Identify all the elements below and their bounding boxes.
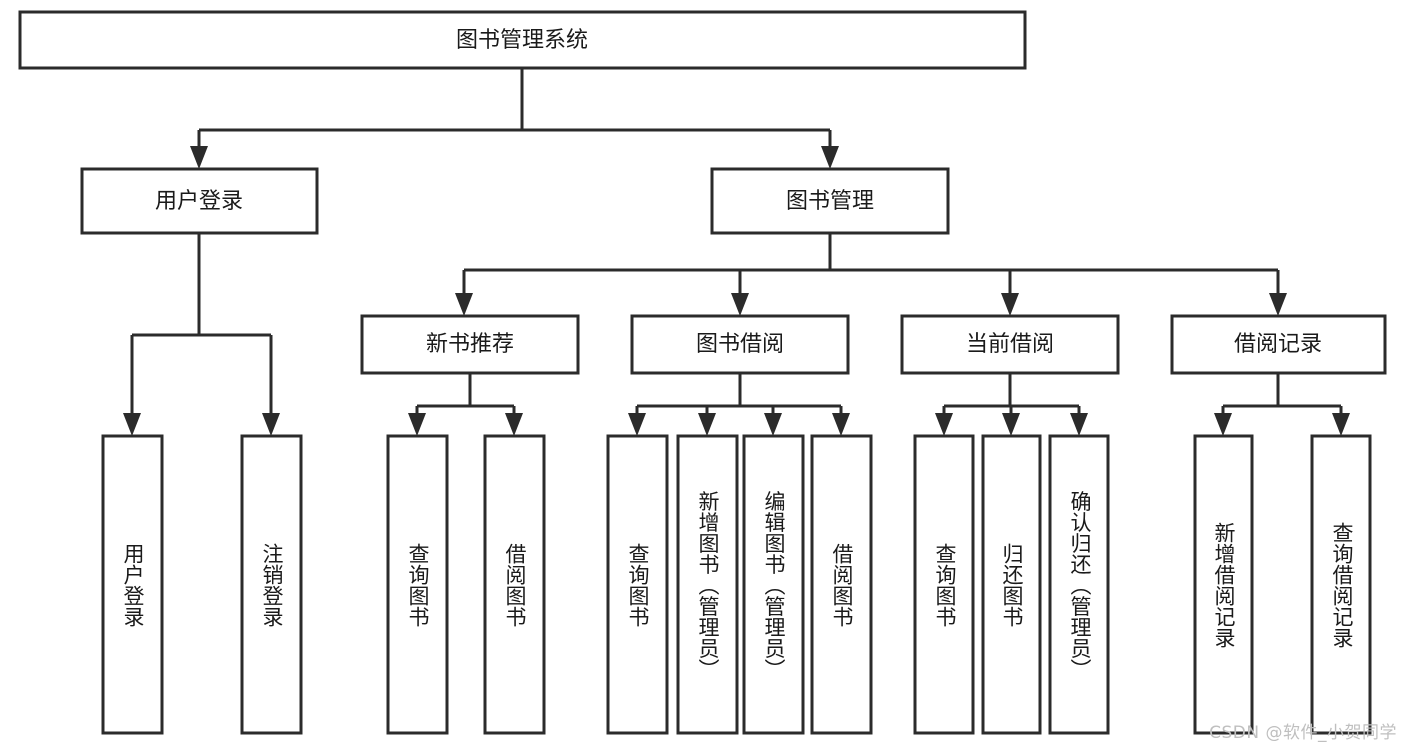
node-book-borrow[interactable]: 图书借阅 xyxy=(630,314,850,375)
node-leaf-borrow-book-2[interactable]: 借阅图书 xyxy=(810,434,873,735)
connector-group-root xyxy=(190,68,839,169)
arrow-head-icon-leaf-query-book-3 xyxy=(935,413,953,436)
node-leaf-query-book-1-label: 查询图书 xyxy=(406,543,430,627)
node-borrow-record[interactable]: 借阅记录 xyxy=(1170,314,1387,375)
node-book-manage-box[interactable] xyxy=(710,167,950,235)
node-leaf-query-record[interactable]: 查询借阅记录 xyxy=(1310,434,1372,735)
node-leaf-return-book[interactable]: 归还图书 xyxy=(981,434,1042,735)
node-user-login[interactable]: 用户登录 xyxy=(80,167,319,235)
node-leaf-query-book-2-box[interactable] xyxy=(606,434,669,735)
arrow-head-icon-leaf-borrow-book-2 xyxy=(832,413,850,436)
node-root[interactable]: 图书管理系统 xyxy=(18,10,1027,70)
node-leaf-add-book[interactable]: 新增图书（管理员） xyxy=(676,434,739,735)
node-leaf-query-record-box[interactable] xyxy=(1310,434,1372,735)
arrow-head-icon-new-book-recommend xyxy=(455,293,473,316)
node-new-book-recommend-label: 新书推荐 xyxy=(426,332,514,357)
node-leaf-user-login[interactable]: 用户登录 xyxy=(101,434,164,735)
node-current-borrow-box[interactable] xyxy=(900,314,1120,375)
node-leaf-edit-book-box[interactable] xyxy=(742,434,805,735)
node-leaf-add-record-label: 新增借阅记录 xyxy=(1212,522,1236,648)
arrow-head-icon-borrow-record xyxy=(1269,293,1287,316)
arrow-head-icon-leaf-logout-login xyxy=(262,413,280,436)
node-leaf-query-book-3-label: 查询图书 xyxy=(933,543,957,627)
node-leaf-query-book-3[interactable]: 查询图书 xyxy=(913,434,975,735)
arrow-head-icon-leaf-edit-book xyxy=(764,413,782,436)
node-new-book-recommend[interactable]: 新书推荐 xyxy=(360,314,580,375)
node-leaf-query-book-3-box[interactable] xyxy=(913,434,975,735)
node-leaf-logout-login-label: 注销登录 xyxy=(260,543,284,627)
connector-group-current-borrow xyxy=(935,373,1088,436)
arrow-head-icon-book-borrow xyxy=(731,293,749,316)
arrow-head-icon-leaf-add-record xyxy=(1214,413,1232,436)
arrow-head-icon-leaf-borrow-book-1 xyxy=(505,413,523,436)
arrow-head-icon-leaf-query-record xyxy=(1332,413,1350,436)
connector-group-new-book-recommend xyxy=(408,373,523,436)
arrow-head-icon-leaf-return-book xyxy=(1002,413,1020,436)
connector-group-book-manage xyxy=(455,233,1287,316)
node-leaf-borrow-book-1[interactable]: 借阅图书 xyxy=(483,434,546,735)
connector-group-book-borrow xyxy=(628,373,850,436)
node-current-borrow[interactable]: 当前借阅 xyxy=(900,314,1120,375)
node-leaf-confirm-return[interactable]: 确认归还（管理员） xyxy=(1048,434,1110,735)
node-leaf-query-book-2-label: 查询图书 xyxy=(626,543,650,627)
node-leaf-borrow-book-1-label: 借阅图书 xyxy=(503,543,527,627)
node-root-label: 图书管理系统 xyxy=(456,28,588,53)
arrow-head-icon-leaf-add-book xyxy=(698,413,716,436)
arrow-head-icon-book-manage xyxy=(821,146,839,169)
node-leaf-borrow-book-1-box[interactable] xyxy=(483,434,546,735)
node-leaf-return-book-label: 归还图书 xyxy=(1000,543,1024,627)
node-borrow-record-box[interactable] xyxy=(1170,314,1387,375)
node-book-manage[interactable]: 图书管理 xyxy=(710,167,950,235)
watermark-text: CSDN @软件_小贺同学 xyxy=(1209,723,1397,743)
node-borrow-record-label: 借阅记录 xyxy=(1234,332,1322,357)
node-current-borrow-label: 当前借阅 xyxy=(966,332,1054,357)
node-book-manage-label: 图书管理 xyxy=(786,189,874,214)
node-leaf-add-record[interactable]: 新增借阅记录 xyxy=(1193,434,1254,735)
arrow-head-icon-user-login xyxy=(190,146,208,169)
node-book-borrow-box[interactable] xyxy=(630,314,850,375)
arrow-head-icon-leaf-user-login xyxy=(123,413,141,436)
node-leaf-return-book-box[interactable] xyxy=(981,434,1042,735)
arrow-head-icon-leaf-query-book-2 xyxy=(628,413,646,436)
connector-group-user-login xyxy=(123,233,280,436)
node-leaf-add-record-box[interactable] xyxy=(1193,434,1254,735)
node-leaf-query-record-label: 查询借阅记录 xyxy=(1330,522,1354,648)
node-leaf-confirm-return-label: 确认归还（管理员） xyxy=(1068,491,1092,680)
node-leaf-logout-login-box[interactable] xyxy=(240,434,303,735)
node-leaf-logout-login[interactable]: 注销登录 xyxy=(240,434,303,735)
node-leaf-query-book-1[interactable]: 查询图书 xyxy=(386,434,449,735)
connector-group-borrow-record xyxy=(1214,373,1350,436)
node-new-book-recommend-box[interactable] xyxy=(360,314,580,375)
node-user-login-box[interactable] xyxy=(80,167,319,235)
node-leaf-confirm-return-box[interactable] xyxy=(1048,434,1110,735)
arrow-head-icon-leaf-query-book-1 xyxy=(408,413,426,436)
node-root-box[interactable] xyxy=(18,10,1027,70)
node-leaf-user-login-label: 用户登录 xyxy=(121,543,145,627)
node-leaf-add-book-box[interactable] xyxy=(676,434,739,735)
node-leaf-add-book-label: 新增图书（管理员） xyxy=(696,491,720,680)
node-leaf-query-book-1-box[interactable] xyxy=(386,434,449,735)
arrow-head-icon-leaf-confirm-return xyxy=(1070,413,1088,436)
arrow-head-icon-current-borrow xyxy=(1001,293,1019,316)
node-leaf-query-book-2[interactable]: 查询图书 xyxy=(606,434,669,735)
node-user-login-label: 用户登录 xyxy=(155,189,243,214)
node-book-borrow-label: 图书借阅 xyxy=(696,332,784,357)
node-leaf-borrow-book-2-label: 借阅图书 xyxy=(830,543,854,627)
node-leaf-edit-book-label: 编辑图书（管理员） xyxy=(762,491,786,680)
node-leaf-edit-book[interactable]: 编辑图书（管理员） xyxy=(742,434,805,735)
node-leaf-borrow-book-2-box[interactable] xyxy=(810,434,873,735)
node-leaf-user-login-box[interactable] xyxy=(101,434,164,735)
